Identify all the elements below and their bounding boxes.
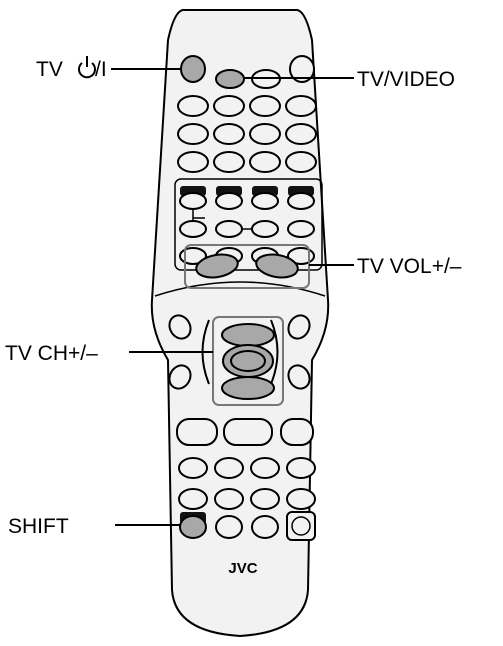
grid-button[interactable] <box>213 151 245 173</box>
func-button[interactable] <box>287 247 315 265</box>
tv-vol-plus-button[interactable] <box>254 252 299 281</box>
lower-button[interactable] <box>178 457 208 479</box>
bottom-button[interactable] <box>251 515 279 539</box>
grid-button[interactable] <box>285 95 317 117</box>
lower-button[interactable] <box>214 457 244 479</box>
bottom-button[interactable] <box>215 515 243 539</box>
func-button[interactable] <box>215 192 243 210</box>
grid-button[interactable] <box>213 95 245 117</box>
tv-ch-plus-button[interactable] <box>221 323 275 347</box>
power-icon <box>78 56 96 79</box>
callout-tv-vol: TV VOL+/– <box>357 256 461 277</box>
top-button-4[interactable] <box>289 55 315 83</box>
tv-ch-frame <box>212 316 284 406</box>
grid-button[interactable] <box>249 95 281 117</box>
number-grid <box>177 95 317 173</box>
grid-button[interactable] <box>177 151 209 173</box>
func-button[interactable] <box>179 220 207 238</box>
func-button[interactable] <box>251 220 279 238</box>
callout-tv-power-suffix: /I <box>95 59 107 80</box>
transport-button-center[interactable] <box>223 418 273 446</box>
func-button[interactable] <box>179 192 207 210</box>
callout-tv-power-text: TV <box>36 58 63 81</box>
func-button[interactable] <box>287 192 315 210</box>
grid-button[interactable] <box>285 151 317 173</box>
tv-power-button[interactable] <box>180 55 206 83</box>
func-button[interactable] <box>251 192 279 210</box>
nav-center-inner[interactable] <box>230 350 266 372</box>
lower-button[interactable] <box>250 457 280 479</box>
callout-tv-video-text: TV/VIDEO <box>357 68 456 91</box>
func-button[interactable] <box>287 220 315 238</box>
callout-tv-vol-text: TV VOL+/– <box>357 255 462 278</box>
shift-button[interactable] <box>179 515 207 539</box>
callout-shift-text: SHIFT <box>8 515 69 538</box>
callout-tv-video: TV/VIDEO <box>357 69 455 90</box>
grid-button[interactable] <box>177 95 209 117</box>
func-button[interactable] <box>215 220 243 238</box>
callout-tv-power-label: TV <box>36 59 63 80</box>
side-key-bottom-right[interactable] <box>284 362 313 393</box>
transport-button-left[interactable] <box>176 418 218 446</box>
callout-tv-ch: TV CH+/– <box>5 343 98 364</box>
side-key-top-right[interactable] <box>284 312 313 343</box>
side-key-top-left[interactable] <box>165 312 194 343</box>
tv-vol-minus-button[interactable] <box>194 252 239 281</box>
tv-video-button[interactable] <box>215 69 245 89</box>
callout-tv-power-suffix-text: /I <box>95 58 107 81</box>
grid-button[interactable] <box>213 123 245 145</box>
lower-button[interactable] <box>286 457 316 479</box>
grid-button[interactable] <box>285 123 317 145</box>
grid-button[interactable] <box>249 151 281 173</box>
lower-button[interactable] <box>250 488 280 510</box>
lower-button[interactable] <box>178 488 208 510</box>
nav-right-arc[interactable] <box>270 319 279 385</box>
lower-button[interactable] <box>286 488 316 510</box>
body-separator <box>154 281 326 297</box>
transport-button-right[interactable] <box>280 418 314 446</box>
grid-button[interactable] <box>177 123 209 145</box>
function-block-frame <box>174 178 323 271</box>
callout-tv-ch-text: TV CH+/– <box>5 342 98 365</box>
brand-logo: JVC <box>228 560 257 577</box>
lower-button[interactable] <box>214 488 244 510</box>
bottom-square-inner <box>291 516 311 536</box>
grid-button[interactable] <box>249 123 281 145</box>
tv-vol-frame <box>184 244 310 289</box>
callout-shift: SHIFT <box>8 516 69 537</box>
func-button[interactable] <box>179 247 207 265</box>
tv-ch-minus-button[interactable] <box>221 376 275 400</box>
side-key-bottom-left[interactable] <box>165 362 194 393</box>
